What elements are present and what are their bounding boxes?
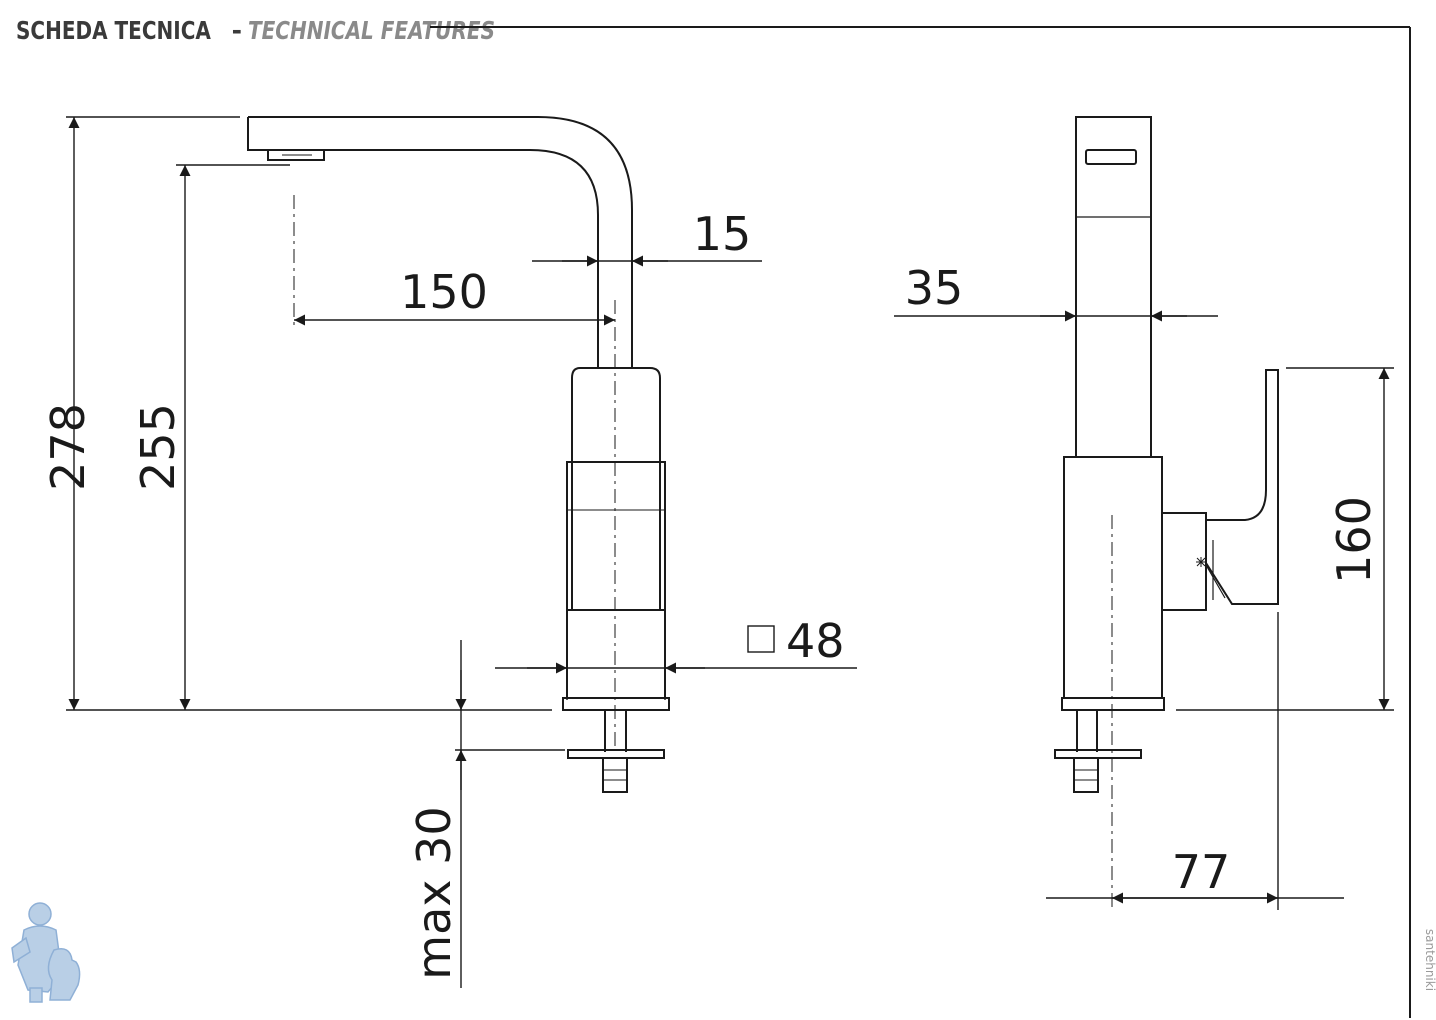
watermark-text: santehniki <box>1423 929 1436 991</box>
dimension-total-height: 278 <box>41 403 95 491</box>
dimension-spout-height: 255 <box>131 403 185 491</box>
header-title-italian: SCHEDA TECNICA <box>16 15 211 45</box>
side-view-faucet <box>1054 116 1279 912</box>
page-header: SCHEDA TECNICA - TECHNICAL FEATURES <box>16 12 557 48</box>
dimension-spout-reach: 150 <box>400 265 488 319</box>
header-separator: - <box>231 15 242 45</box>
header-title-english: TECHNICAL FEATURES <box>247 15 495 45</box>
front-view-dimension-lines <box>66 116 857 988</box>
dimension-handle-depth: 77 <box>1172 845 1231 899</box>
front-view-faucet <box>247 116 670 793</box>
side-view-dimension-lines <box>894 310 1394 910</box>
dimension-body-square: 48 <box>786 614 845 668</box>
dimension-handle-height: 160 <box>1327 496 1381 584</box>
dimension-spout-width: 35 <box>905 261 964 315</box>
page-frame <box>430 26 1411 1018</box>
dimension-deck-thickness: max 30 <box>407 806 461 979</box>
dimension-spout-thickness: 15 <box>693 207 752 261</box>
plumber-logo <box>11 902 81 1003</box>
